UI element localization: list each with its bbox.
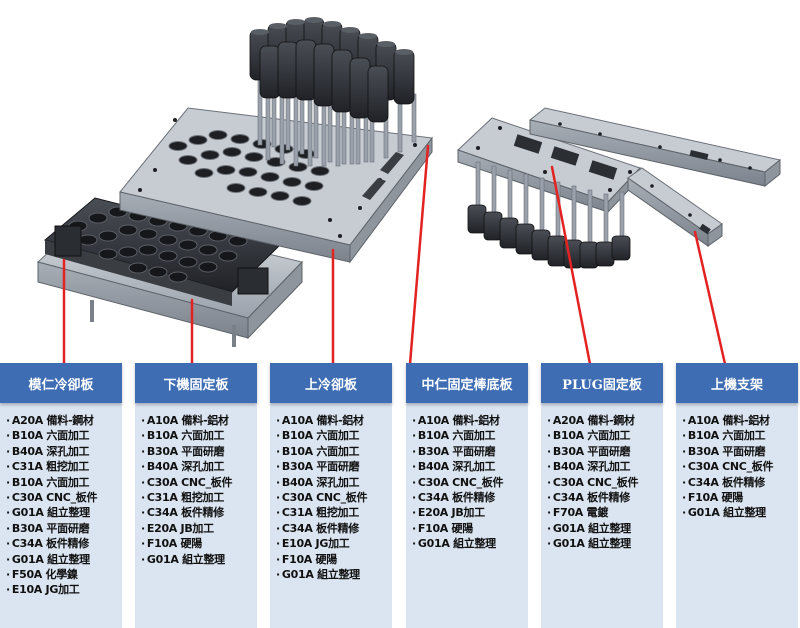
process-step: B40A 深孔加工 (276, 475, 392, 490)
right-support-bars (528, 107, 782, 247)
leader-line-6 (693, 230, 727, 365)
process-list: A10A 備料-鋁材 B10A 六面加工 B30A 平面研磨 C30A CNC_… (676, 403, 798, 521)
column-lower-fixed-plate: 下機固定板 A10A 備料-鋁材 B10A 六面加工 B30A 平面研磨 B40… (135, 363, 257, 628)
column-upper-cooling-plate: 上冷卻板 A10A 備料-鋁材 B10A 六面加工 B10A 六面加工 B30A… (270, 363, 392, 628)
process-step: A10A 備料-鋁材 (682, 413, 798, 428)
process-list: A10A 備料-鋁材 B10A 六面加工 B10A 六面加工 B30A 平面研磨… (270, 403, 392, 582)
process-step: C30A CNC_板件 (547, 475, 663, 490)
column-core-rod-base-plate: 中仁固定棒底板 A10A 備料-鋁材 B10A 六面加工 B30A 平面研磨 B… (406, 363, 528, 628)
column-plug-fixed-plate: PLUG固定板 A20A 備料-鋼材 B10A 六面加工 B30A 平面研磨 B… (541, 363, 663, 628)
process-step: G01A 組立整理 (6, 505, 122, 520)
process-step: F10A 硬陽 (141, 536, 257, 551)
process-step: B40A 深孔加工 (412, 459, 528, 474)
process-step: B30A 平面研磨 (6, 521, 122, 536)
column-title: 中仁固定棒底板 (406, 363, 528, 403)
column-title: 上機支架 (676, 363, 798, 403)
process-step: B10A 六面加工 (6, 428, 122, 443)
process-step: C31A 粗挖加工 (276, 505, 392, 520)
process-step: E20A JB加工 (141, 521, 257, 536)
right-plug-plate (457, 117, 641, 269)
process-step: C30A CNC_板件 (141, 475, 257, 490)
process-step: F70A 電鍍 (547, 505, 663, 520)
leader-lines (62, 144, 727, 365)
process-step: F10A 硬陽 (682, 490, 798, 505)
process-step: G01A 組立整理 (682, 505, 798, 520)
process-step: A20A 備料-鋼材 (6, 413, 122, 428)
process-step: C34A 板件精修 (682, 475, 798, 490)
process-step: C34A 板件精修 (276, 521, 392, 536)
process-step: B10A 六面加工 (682, 428, 798, 443)
process-step: B10A 六面加工 (6, 475, 122, 490)
process-step: A10A 備料-鋁材 (412, 413, 528, 428)
process-step: C34A 板件精修 (412, 490, 528, 505)
process-step: B30A 平面研磨 (412, 444, 528, 459)
process-step: B10A 六面加工 (547, 428, 663, 443)
mold-assembly-illustration (36, 17, 782, 365)
column-mold-cooling-plate: 模仁冷卻板 A20A 備料-鋼材 B10A 六面加工 B40A 深孔加工 C31… (0, 363, 122, 628)
leader-line-5 (550, 165, 592, 365)
column-title: PLUG固定板 (541, 363, 663, 403)
process-list: A20A 備料-鋼材 B10A 六面加工 B40A 深孔加工 C31A 粗挖加工… (0, 403, 122, 598)
process-step: B30A 平面研磨 (276, 459, 392, 474)
process-step: B10A 六面加工 (412, 428, 528, 443)
process-step: E10A JG加工 (276, 536, 392, 551)
left-cooling-plate (36, 197, 303, 347)
process-step: G01A 組立整理 (141, 552, 257, 567)
process-step: G01A 組立整理 (412, 536, 528, 551)
process-list: A10A 備料-鋁材 B10A 六面加工 B30A 平面研磨 B40A 深孔加工… (135, 403, 257, 567)
process-step: G01A 組立整理 (276, 567, 392, 582)
process-step: B40A 深孔加工 (547, 459, 663, 474)
process-step: B30A 平面研磨 (682, 444, 798, 459)
process-step: F50A 化學鎳 (6, 567, 122, 582)
column-title: 下機固定板 (135, 363, 257, 403)
process-step: E10A JG加工 (6, 582, 122, 597)
process-list: A20A 備料-鋼材 B10A 六面加工 B30A 平面研磨 B40A 深孔加工… (541, 403, 663, 552)
process-step: B40A 深孔加工 (6, 444, 122, 459)
process-step: B30A 平面研磨 (547, 444, 663, 459)
process-step: C30A CNC_板件 (682, 459, 798, 474)
middle-plate-stack (119, 107, 433, 264)
process-step: F10A 硬陽 (276, 552, 392, 567)
process-step: F10A 硬陽 (412, 521, 528, 536)
process-step: G01A 組立整理 (547, 521, 663, 536)
process-step: C31A 粗挖加工 (141, 490, 257, 505)
process-step: C30A CNC_板件 (276, 490, 392, 505)
process-step: A10A 備料-鋁材 (141, 413, 257, 428)
rod-head-cluster (249, 17, 417, 167)
process-step: A10A 備料-鋁材 (276, 413, 392, 428)
process-step: C34A 板件精修 (547, 490, 663, 505)
process-list: A10A 備料-鋁材 B10A 六面加工 B30A 平面研磨 B40A 深孔加工… (406, 403, 528, 552)
column-upper-support-frame: 上機支架 A10A 備料-鋁材 B10A 六面加工 B30A 平面研磨 C30A… (676, 363, 798, 628)
process-step: B30A 平面研磨 (141, 444, 257, 459)
process-step: B40A 深孔加工 (141, 459, 257, 474)
process-step: B10A 六面加工 (276, 444, 392, 459)
column-title: 模仁冷卻板 (0, 363, 122, 403)
process-step: B10A 六面加工 (141, 428, 257, 443)
column-title: 上冷卻板 (270, 363, 392, 403)
process-step: B10A 六面加工 (276, 428, 392, 443)
process-step: C34A 板件精修 (6, 536, 122, 551)
process-step: A20A 備料-鋼材 (547, 413, 663, 428)
process-step: G01A 組立整理 (547, 536, 663, 551)
process-step: C34A 板件精修 (141, 505, 257, 520)
process-step: C31A 粗挖加工 (6, 459, 122, 474)
process-step: C30A CNC_板件 (412, 475, 528, 490)
process-step: G01A 組立整理 (6, 552, 122, 567)
process-step: E20A JB加工 (412, 505, 528, 520)
leader-line-4 (408, 144, 430, 365)
process-step: C30A CNC_板件 (6, 490, 122, 505)
